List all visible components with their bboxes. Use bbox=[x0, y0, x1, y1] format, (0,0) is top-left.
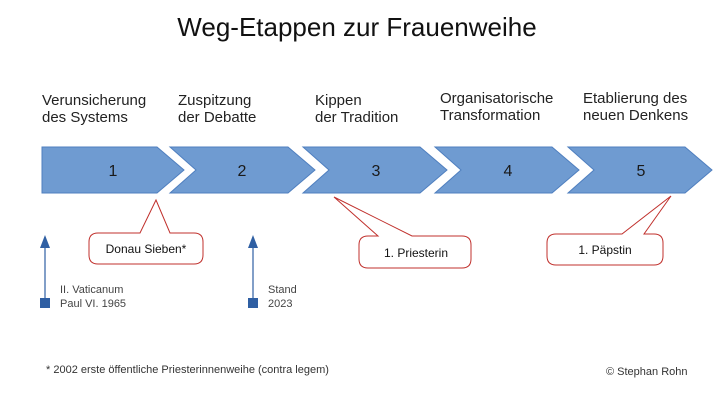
stage-5-label: Etablierung des neuen Denkens bbox=[583, 90, 689, 124]
stage-1-arrow bbox=[41, 146, 185, 194]
marker-stand-2023 bbox=[248, 235, 258, 308]
callout-erste-paepstin: 1. Päpstin bbox=[546, 195, 672, 266]
marker-vaticanum bbox=[40, 235, 50, 308]
stage-1-number: 1 bbox=[109, 163, 118, 180]
marker-vaticanum-text: II. Vaticanum Paul VI. 1965 bbox=[60, 284, 127, 310]
arrow-up-icon bbox=[40, 235, 50, 248]
stage-2-arrow bbox=[168, 146, 316, 194]
callout-erste-paepstin-text: 1. Päpstin bbox=[578, 243, 631, 257]
diagram-title: Weg-Etappen zur Frauenweihe bbox=[177, 12, 537, 42]
copyright: © Stephan Rohn bbox=[606, 366, 688, 378]
stage-3-label: Kippen der Tradition bbox=[315, 92, 399, 126]
callout-erste-priesterin: 1. Priesterin bbox=[333, 196, 472, 269]
footnote: * 2002 erste öffentliche Priesterinnenwe… bbox=[46, 364, 329, 376]
stage-1-label: Verunsicherung des Systems bbox=[42, 92, 147, 126]
marker-stand-2023-text: Stand 2023 bbox=[268, 284, 297, 310]
callout-donau-sieben: Donau Sieben* bbox=[88, 198, 204, 265]
callout-donau-sieben-text: Donau Sieben* bbox=[106, 242, 187, 256]
stage-5-number: 5 bbox=[637, 163, 646, 180]
stage-arrows bbox=[41, 146, 713, 194]
arrow-up-icon bbox=[248, 235, 258, 248]
stage-3-number: 3 bbox=[372, 163, 381, 180]
stage-4-arrow bbox=[433, 146, 580, 194]
square-marker-icon bbox=[40, 298, 50, 308]
stage-2-label: Zuspitzung der Debatte bbox=[178, 92, 257, 126]
stage-4-number: 4 bbox=[504, 163, 513, 180]
callout-erste-priesterin-text: 1. Priesterin bbox=[384, 246, 448, 260]
stage-4-label: Organisatorische Transformation bbox=[440, 90, 554, 124]
stage-2-number: 2 bbox=[238, 163, 247, 180]
square-marker-icon bbox=[248, 298, 258, 308]
stage-3-arrow bbox=[301, 146, 448, 194]
stage-5-arrow bbox=[566, 146, 713, 194]
